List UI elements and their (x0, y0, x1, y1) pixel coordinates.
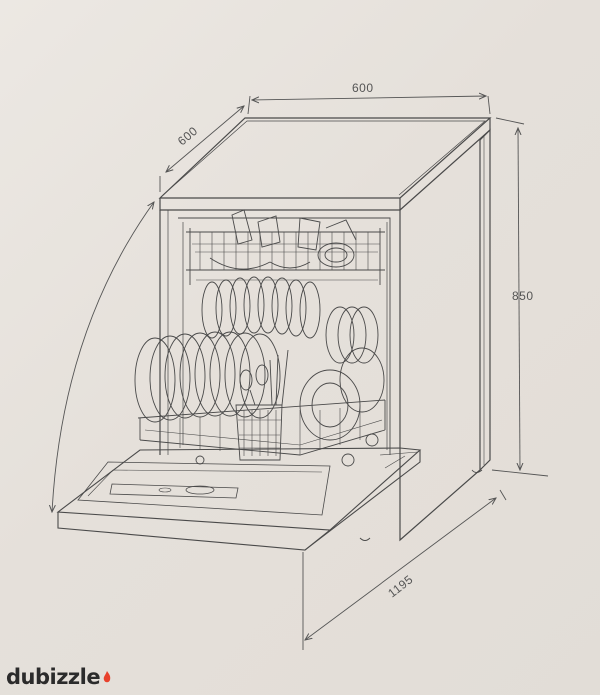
height-label: 850 (512, 289, 534, 303)
lower-rack (134, 276, 386, 467)
dimension-depth (159, 106, 244, 192)
dimension-open-depth (302, 489, 507, 650)
width-label: 600 (352, 81, 374, 95)
upper-rack (186, 209, 385, 285)
detergent-dispenser (109, 483, 239, 499)
dubizzle-logo: dubizzle (6, 664, 112, 690)
depth-label: 600 (175, 124, 200, 149)
cabinet-body (158, 117, 492, 542)
dimension-door-arc (52, 202, 154, 512)
dimension-height (491, 117, 549, 477)
cutlery-basket (235, 349, 289, 461)
dimension-width (247, 96, 491, 115)
right-plates (325, 306, 379, 364)
back-plates (201, 276, 321, 339)
front-plates (134, 331, 281, 423)
logo-text: dubizzle (6, 665, 101, 689)
open-door (56, 447, 422, 551)
flame-icon (103, 670, 111, 682)
top-face (158, 117, 492, 199)
